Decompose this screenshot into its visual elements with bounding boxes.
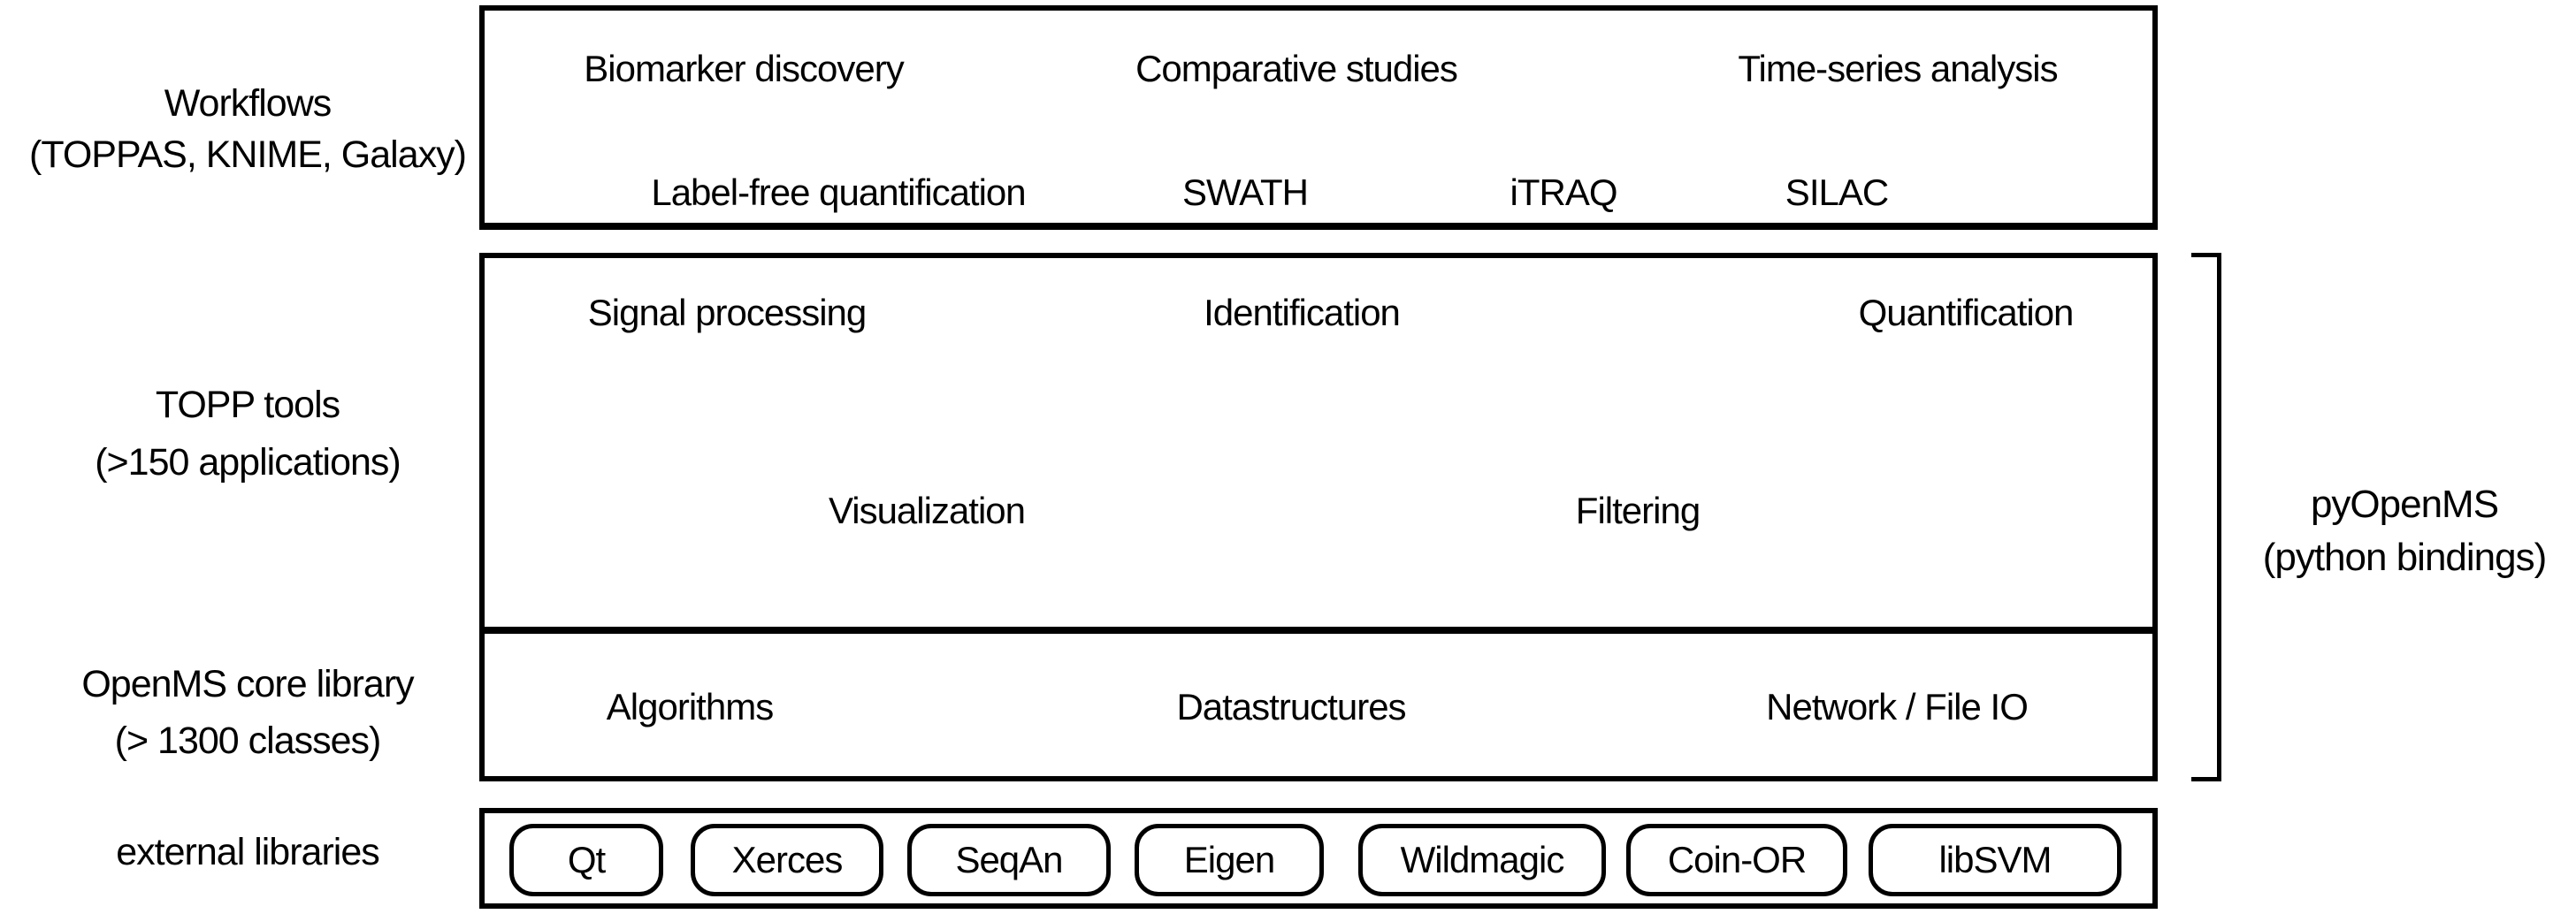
workflows-layer-label-line1: Workflows bbox=[164, 82, 333, 125]
topp-tools-layer-label: TOPP tools (>150 applications) bbox=[0, 377, 495, 491]
external-library-pill-libsvm: libSVM bbox=[1869, 824, 2121, 896]
external-libraries-layer-label: external libraries bbox=[0, 827, 495, 877]
core-item-network-file-io: Network / File IO bbox=[1766, 686, 2029, 727]
workflow-item-swath: SWATH bbox=[1182, 171, 1309, 213]
external-libraries-layer-label-line1: external libraries bbox=[116, 831, 379, 873]
topp-item-signal-processing: Signal processing bbox=[587, 292, 868, 333]
topp-item-quantification: Quantification bbox=[1858, 292, 2075, 333]
topp-tools-layer-label-line2: (>150 applications) bbox=[95, 441, 401, 484]
external-library-pill-eigen: Eigen bbox=[1135, 824, 1324, 896]
workflow-item-time-series-analysis: Time-series analysis bbox=[1738, 48, 2058, 89]
workflows-layer-label-line2: (TOPPAS, KNIME, Galaxy) bbox=[29, 133, 467, 176]
external-library-pill-wildmagic: Wildmagic bbox=[1358, 824, 1606, 896]
pyopenms-span-bracket bbox=[2191, 253, 2221, 781]
topp-tools-layer-label-line1: TOPP tools bbox=[155, 384, 340, 426]
external-library-pill-coin-or: Coin-OR bbox=[1626, 824, 1847, 896]
pyopenms-label-line2: (python bindings) bbox=[2262, 536, 2548, 579]
workflow-item-itraq: iTRAQ bbox=[1510, 171, 1618, 213]
external-library-pill-seqan: SeqAn bbox=[907, 824, 1111, 896]
workflows-layer-label: Workflows (TOPPAS, KNIME, Galaxy) bbox=[0, 78, 495, 180]
core-library-layer-box bbox=[479, 627, 2158, 781]
core-library-layer-label: OpenMS core library (> 1300 classes) bbox=[0, 656, 495, 769]
topp-tools-layer-box bbox=[479, 253, 2158, 627]
external-library-pill-qt: Qt bbox=[509, 824, 663, 896]
external-library-pill-xerces: Xerces bbox=[691, 824, 883, 896]
topp-item-filtering: Filtering bbox=[1575, 490, 1701, 531]
workflow-item-silac: SILAC bbox=[1785, 171, 1889, 213]
core-library-layer-label-line2: (> 1300 classes) bbox=[114, 720, 382, 762]
workflows-layer-box bbox=[479, 5, 2158, 230]
core-item-algorithms: Algorithms bbox=[606, 686, 774, 727]
core-library-layer-label-line1: OpenMS core library bbox=[81, 663, 414, 705]
workflow-item-label-free-quantification: Label-free quantification bbox=[651, 171, 1026, 213]
pyopenms-label-line1: pyOpenMS bbox=[2310, 483, 2499, 526]
workflow-item-biomarker-discovery: Biomarker discovery bbox=[584, 48, 904, 89]
topp-item-identification: Identification bbox=[1204, 292, 1401, 333]
pyopenms-label: pyOpenMS (python bindings) bbox=[2228, 478, 2576, 584]
core-item-datastructures: Datastructures bbox=[1176, 686, 1406, 727]
workflow-item-comparative-studies: Comparative studies bbox=[1135, 48, 1458, 89]
topp-item-visualization: Visualization bbox=[828, 490, 1026, 531]
